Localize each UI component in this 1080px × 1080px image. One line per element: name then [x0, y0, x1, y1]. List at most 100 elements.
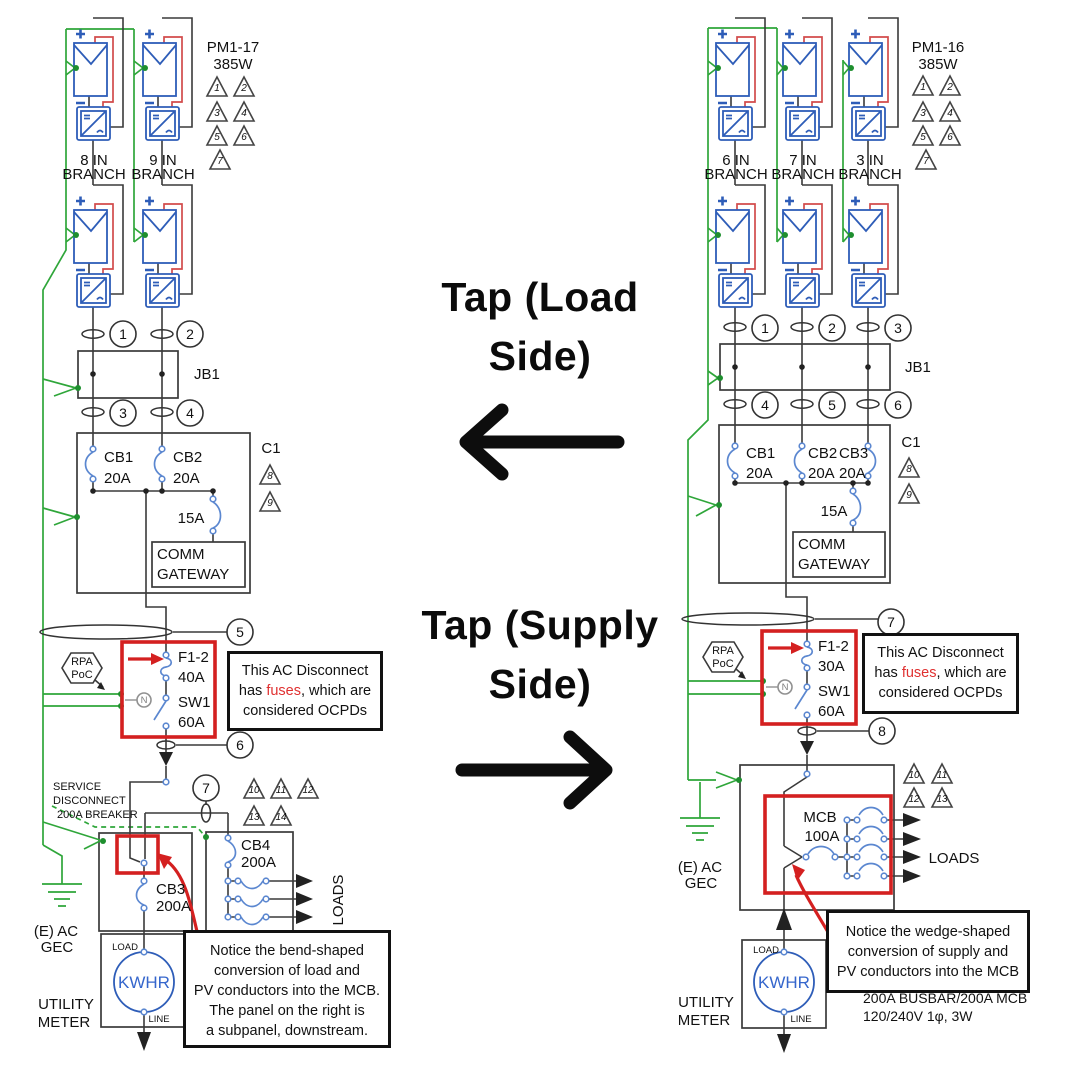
triangle-number: 2 [240, 83, 247, 94]
tag-number: 1 [119, 326, 127, 342]
meter-load-label: LOAD [112, 942, 138, 953]
triangle-number: 13 [936, 794, 948, 805]
load-side-title-line1: Tap (Load [441, 274, 639, 320]
rpa-poc-symbols [61, 641, 793, 708]
rpa-label: PoC [712, 658, 733, 670]
switch-name: SW1 [178, 694, 211, 711]
breaker-rating: 20A [746, 465, 773, 482]
branch-label: BRANCH [771, 166, 834, 183]
note-line: conversion of load and [214, 963, 360, 979]
neutral-label: N [141, 695, 148, 706]
gateway-label: GATEWAY [798, 556, 870, 573]
gec-label: (E) AC [34, 923, 78, 940]
neutral-icon [136, 692, 152, 708]
pv-module-icon [71, 183, 125, 309]
rpa-poc-hexagon-icon [702, 641, 744, 673]
pv-module-icon [140, 16, 194, 142]
combiner-label: C1 [261, 440, 280, 457]
meter-line-label: LINE [790, 1014, 811, 1025]
tag-number: 5 [236, 624, 244, 640]
breaker-rating: 20A [104, 470, 131, 487]
note-line: Notice the wedge-shaped [845, 924, 1011, 940]
center-arrows [455, 403, 625, 810]
breaker-name: CB1 [104, 449, 133, 466]
triangle-number: 6 [947, 132, 953, 143]
breaker-rating: 20A [808, 465, 835, 482]
service-disconnect-label: 200A BREAKER [57, 809, 138, 821]
triangle-number: 3 [214, 108, 220, 119]
meter-line-label: LINE [148, 1014, 169, 1025]
gateway-label: GATEWAY [157, 566, 229, 583]
neutral-label: N [782, 682, 789, 693]
gec-label: GEC [41, 939, 74, 956]
kwhr-label: KWHR [758, 973, 810, 992]
pv-module-icon [846, 183, 900, 309]
branch-label: 3 IN [856, 152, 884, 169]
branch-label: BRANCH [838, 166, 901, 183]
tag-number: 1 [761, 320, 769, 336]
gateway-label: COMM [798, 536, 846, 553]
combiner-label: C1 [901, 434, 920, 451]
triangle-number: 7 [217, 156, 223, 167]
mcb-rating: 100A [804, 828, 839, 845]
utility-meter-label: UTILITY [38, 996, 94, 1013]
left-devices [84, 371, 270, 1016]
fuse-rating: 40A [178, 669, 205, 686]
breaker-rating: 20A [839, 465, 866, 482]
supply-side-arrow-icon [455, 730, 613, 810]
pv-module-icon [780, 183, 834, 309]
breaker-rating: 15A [821, 503, 848, 520]
breaker-rating: 20A [173, 470, 200, 487]
left-module-label: PM1-17 [207, 39, 260, 56]
triangle-number: 12 [302, 785, 314, 796]
left-diagram-labels: PM1-17 385W 8 IN BRANCH 9 IN BRANCH 1 2 … [34, 39, 347, 1031]
loads-label: LOADS [330, 875, 347, 926]
junction-box-label: JB1 [905, 359, 931, 376]
triangle-number: 5 [920, 132, 926, 143]
mcb-highlight [763, 794, 893, 895]
note-line: conversion of supply and [847, 944, 1009, 960]
triangle-number: 11 [276, 785, 286, 796]
utility-meter-label: METER [678, 1012, 731, 1029]
breaker-name: CB3 [839, 445, 868, 462]
tag-number: 7 [202, 780, 210, 796]
supply-side-title-line2: Side) [488, 661, 592, 707]
branch-label: BRANCH [131, 166, 194, 183]
pv-module-array [71, 16, 900, 309]
service-disconnect-label: DISCONNECT [53, 795, 126, 807]
callout-line: This AC Disconnect [877, 645, 1004, 661]
tag-number: 2 [186, 326, 194, 342]
tag-number: 5 [828, 397, 836, 413]
triangle-number: 9 [906, 490, 912, 501]
busbar-spec: 120/240V 1φ, 3W [863, 1008, 973, 1024]
triangle-number: 12 [908, 794, 920, 805]
fuse-name: F1-2 [178, 649, 209, 666]
branch-label: 8 IN [80, 152, 108, 169]
note-line: Notice the bend-shaped [210, 943, 364, 959]
breaker-rating: 200A [241, 854, 276, 871]
triangle-number: 6 [241, 132, 247, 143]
right-ac-disconnect-highlight [760, 629, 858, 726]
triangle-number: 9 [267, 498, 273, 509]
triangle-number: 14 [275, 812, 287, 823]
switch-rating: 60A [178, 714, 205, 731]
note-line: The panel on the right is [209, 1003, 365, 1019]
tag-number: 3 [119, 405, 127, 421]
loads-label: LOADS [929, 850, 980, 867]
neutral-icon [777, 679, 793, 695]
kwhr-label: KWHR [118, 973, 170, 992]
triangle-number: 1 [920, 82, 926, 93]
left-note-box: Notice the bend-shaped conversion of loa… [183, 930, 391, 1048]
left-disconnect-callout: This AC Disconnect has fuses, which are … [227, 651, 383, 731]
pv-module-icon [71, 16, 125, 142]
triangle-number: 4 [241, 108, 247, 119]
right-ac-wiring [734, 140, 921, 1053]
callout-line: This AC Disconnect [241, 663, 369, 679]
tag-number: 6 [236, 737, 244, 753]
triangle-number: 8 [267, 471, 273, 482]
conductor-tags [39, 314, 912, 823]
left-ac-disconnect-highlight [120, 640, 217, 739]
busbar-spec: 200A BUSBAR/200A MCB [863, 990, 1027, 1006]
rpa-label: RPA [71, 656, 93, 668]
